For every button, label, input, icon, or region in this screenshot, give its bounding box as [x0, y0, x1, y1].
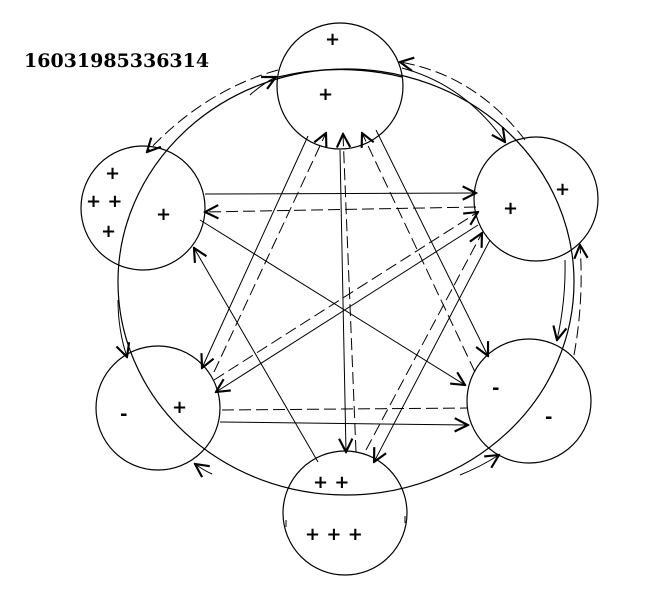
edge-top-to-upper-left [147, 69, 279, 152]
edge-upper-left-to-lower-left [118, 299, 127, 357]
edge-lower-right-to-top [362, 133, 476, 373]
node-lower-right [466, 338, 592, 464]
node-top-divider [277, 68, 403, 78]
edge-top-to-lower-left [202, 135, 309, 368]
sign-lower-right-2: - [545, 407, 552, 428]
sign-upper-left-4: + [156, 204, 171, 225]
edge-upper-right-to-lower-right [557, 259, 565, 340]
edge-top-to-bottom [340, 149, 346, 452]
node-upper-right [473, 136, 599, 262]
sign-bottom-2: + + + [305, 524, 363, 545]
edge-bottom-to-top [343, 134, 357, 453]
edge-bottom-to-upper-right [365, 233, 482, 451]
edge-bottom-to-upper-left [194, 248, 319, 463]
sign-upper-left-3: + [101, 221, 116, 242]
chord-edges [194, 129, 491, 463]
edge-top-to-upper-right [401, 67, 505, 142]
node-lower-left [95, 345, 221, 471]
sign-bottom-1: + + [313, 472, 349, 493]
node-signs: + + + + + + + + + - + - - + + + + + [86, 29, 570, 545]
edge-lower-left-to-top [213, 133, 326, 373]
edge-lower-right-to-upper-right [574, 245, 581, 356]
edge-ring-to-lower-left [195, 464, 213, 474]
sign-top-2: + [318, 84, 333, 105]
sign-top-1: + [325, 29, 340, 50]
sign-upper-left-1: + [105, 163, 120, 184]
sign-lower-left-1: - [120, 404, 127, 425]
ring-edges [118, 62, 581, 475]
edge-upper-left-to-lower-right [199, 219, 465, 385]
node-bottom [282, 450, 408, 576]
edge-upper-left-to-top [249, 77, 276, 96]
edge-upper-right-to-lower-left [216, 224, 479, 392]
edge-lower-left-to-upper-right [213, 212, 478, 381]
edge-upper-right-to-upper-left [205, 207, 477, 212]
sign-upper-right-1: + [555, 179, 570, 200]
edge-lower-left-to-lower-right [219, 422, 468, 425]
edge-upper-right-to-top [400, 62, 526, 141]
diagram-title: 16031985336314 [24, 50, 209, 72]
edge-bottom-to-lower-right [459, 455, 499, 476]
sign-lower-left-2: + [172, 397, 187, 418]
sign-upper-right-2: + [503, 198, 518, 219]
sign-lower-right-1: - [492, 378, 499, 399]
edge-upper-right-to-bottom [374, 239, 491, 462]
edge-top-to-lower-right [375, 129, 488, 356]
sign-upper-left-2: + + [86, 191, 122, 212]
